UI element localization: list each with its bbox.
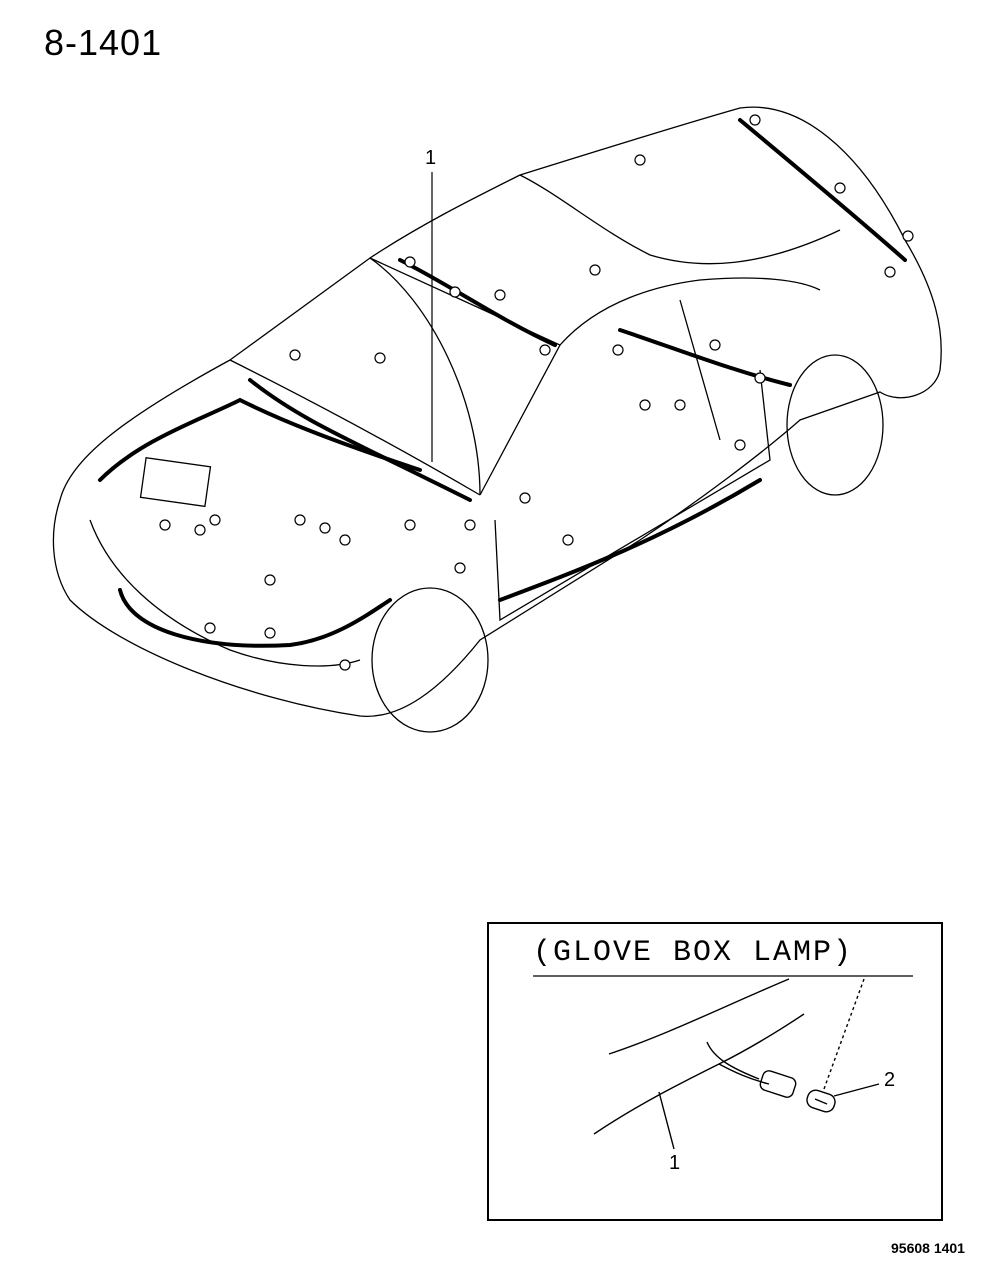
harness-body-side [618, 328, 792, 387]
car-windshield [369, 257, 561, 496]
connector-icon [674, 399, 686, 411]
connector-icon [404, 519, 416, 531]
harness-rear [738, 118, 907, 262]
connector-icon [319, 522, 331, 534]
harness-upper-edge [608, 978, 790, 1055]
harness-engine [98, 397, 422, 482]
connector-icon [709, 339, 721, 351]
car-rear-window [519, 174, 841, 265]
connector-group [159, 114, 914, 671]
connector-icon [264, 574, 276, 586]
car-a-pillar [559, 277, 821, 346]
connector-icon [209, 514, 221, 526]
connector-icon [204, 622, 216, 634]
car-roof-line [369, 257, 481, 496]
leader-line-1-inset [658, 1091, 675, 1150]
figure-code: 95608 1401 [891, 1240, 965, 1256]
connector-icon [834, 182, 846, 194]
harness-roof [398, 258, 557, 347]
connector-icon [294, 514, 306, 526]
connector-icon [374, 352, 386, 364]
page-code: 8-1401 [44, 22, 163, 63]
connector-icon [562, 534, 574, 546]
front-wheel [371, 587, 489, 733]
leader-line-2 [833, 1083, 880, 1097]
car-body-outline [52, 106, 942, 717]
inset-title: (GLOVE BOX LAMP) [533, 936, 854, 970]
connector-icon [749, 114, 761, 126]
branch-wire-bottom [718, 1063, 770, 1085]
connector-icon [339, 659, 351, 671]
connector-icon [454, 562, 466, 574]
connector-icon [339, 534, 351, 546]
connector-icon [884, 266, 896, 278]
connector-icon [634, 154, 646, 166]
harness-floor [498, 478, 762, 602]
connector-icon [734, 439, 746, 451]
callout-1: 1 [425, 147, 437, 169]
car-hood-line [229, 359, 481, 496]
connector-icon [464, 519, 476, 531]
inset-callout-1: 1 [669, 1152, 681, 1174]
rear-wheel [786, 354, 884, 496]
car-wiring-diagram [52, 106, 942, 733]
connector-icon [289, 349, 301, 361]
harness-lower-edge [593, 1013, 805, 1135]
connector-icon [404, 256, 416, 268]
connector-icon [159, 519, 171, 531]
connector-icon [264, 627, 276, 639]
connector-icon [589, 264, 601, 276]
harness-front-bumper [118, 588, 392, 648]
connector-icon [539, 344, 551, 356]
lamp-bulb [806, 1089, 836, 1113]
connector-icon [612, 344, 624, 356]
harness-dash [248, 378, 472, 502]
car-b-pillar [679, 299, 721, 441]
inset-callout-2: 2 [884, 1069, 896, 1091]
lamp-socket [759, 1070, 797, 1098]
connector-icon [902, 230, 914, 242]
connector-icon [494, 289, 506, 301]
inset-glove-box-lamp: (GLOVE BOX LAMP) 1 2 [487, 922, 943, 1221]
bulb-filament [814, 1098, 828, 1105]
branch-wire-top [706, 1041, 760, 1080]
leader-line-title [823, 978, 865, 1090]
glove-box-lamp-diagram [533, 975, 913, 1150]
junction-box [139, 457, 212, 508]
car-bumper [89, 519, 361, 667]
connector-icon [519, 492, 531, 504]
connector-icon [194, 524, 206, 536]
connector-icon [754, 372, 766, 384]
connector-icon [639, 399, 651, 411]
car-door-line [494, 369, 771, 622]
connector-icon [449, 286, 461, 298]
